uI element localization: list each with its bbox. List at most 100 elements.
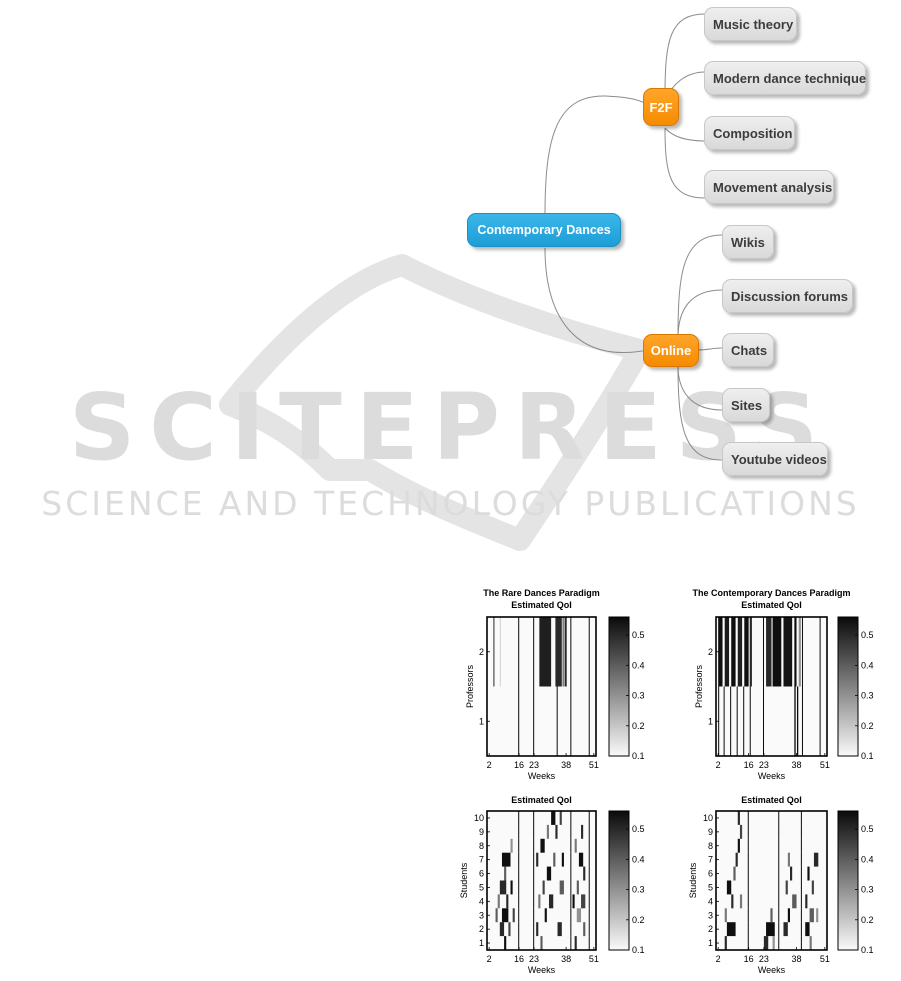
heatmap-cell	[807, 866, 810, 881]
heatmap-cell	[518, 838, 520, 853]
heatmap-cell	[747, 908, 749, 923]
root-node[interactable]: Contemporary Dances	[467, 213, 621, 247]
y-tick-label: 1	[479, 938, 484, 948]
leaf-node-wikis[interactable]: Wikis	[722, 225, 774, 259]
x-tick-label: 2	[487, 760, 492, 770]
heatmap-cell	[588, 686, 590, 756]
heatmap-cell	[510, 838, 513, 853]
heatmap-cell	[730, 686, 732, 756]
heatmap-cell	[749, 617, 752, 687]
chart-subtitle: Estimated QoI	[741, 600, 802, 610]
heatmap-cell	[533, 617, 535, 687]
heatmap-cell	[763, 617, 765, 687]
leaf-node-sites[interactable]: Sites	[722, 388, 770, 422]
y-tick-label: 10	[703, 813, 713, 823]
colorbar-tick-label: 0.3	[632, 885, 645, 895]
heatmap-cell	[800, 811, 802, 825]
heatmap-cell	[570, 824, 572, 839]
heatmap-cell	[506, 894, 509, 909]
heatmap-cell	[553, 852, 556, 867]
heatmap-cell	[800, 866, 802, 881]
leaf-node-youtube-videos[interactable]: Youtube videos	[722, 442, 828, 476]
leaf-node-music-theory[interactable]: Music theory	[704, 7, 797, 41]
heatmap-cell	[796, 686, 799, 756]
heatmap-cell	[747, 838, 749, 853]
leaf-node-chats[interactable]: Chats	[722, 333, 774, 367]
heatmap-cell	[499, 922, 505, 937]
y-tick-label: 3	[479, 910, 484, 920]
heatmap-cell	[493, 617, 495, 687]
plot-frame	[486, 810, 597, 951]
leaf-node-label: Chats	[731, 342, 768, 358]
heatmap-cell	[518, 824, 520, 839]
heatmap-cell	[539, 617, 552, 687]
heatmap-cell	[731, 894, 734, 909]
heatmap-cell	[766, 922, 775, 937]
heatmap-cell	[588, 880, 590, 895]
heatmap-cell	[557, 922, 562, 937]
connector-online-forums	[677, 289, 723, 339]
heatmap-cell	[533, 922, 535, 937]
connector-f2f-movement	[664, 127, 706, 199]
heatmap-cell	[570, 811, 572, 825]
colorbar-tick-label: 0.5	[632, 630, 645, 640]
heatmap-cell	[588, 824, 590, 839]
heatmap-cell	[792, 894, 797, 909]
y-tick-label: 2	[479, 924, 484, 934]
heatmap-cell	[570, 617, 572, 687]
heatmap-cell	[561, 852, 564, 867]
x-axis-label: Weeks	[758, 771, 786, 781]
heatmap-cell	[805, 894, 808, 909]
heatmap-cell	[501, 908, 509, 923]
heatmap-background	[487, 617, 596, 756]
heatmap-cell	[747, 866, 749, 881]
x-tick-label: 38	[792, 760, 802, 770]
x-axis-label: Weeks	[528, 771, 556, 781]
heatmap-cell	[588, 894, 590, 909]
heatmap-cell	[581, 824, 584, 839]
heatmap-cell	[588, 617, 590, 687]
heatmap-cell	[588, 811, 590, 825]
branch-node-f2f[interactable]: F2F	[643, 88, 679, 126]
heatmap-cell	[504, 936, 507, 950]
leaf-node-movement-analysis[interactable]: Movement analysis	[704, 170, 834, 204]
chart-title: Estimated QoI	[741, 795, 802, 805]
heatmap-cell	[555, 824, 558, 839]
heatmap-cell	[518, 936, 520, 950]
y-tick-label: 8	[708, 841, 713, 851]
branch-node-online[interactable]: Online	[643, 334, 699, 367]
x-tick-label: 51	[820, 760, 830, 770]
heatmap-cell	[811, 880, 814, 895]
y-tick-label: 4	[708, 896, 713, 906]
x-tick-label: 51	[820, 954, 830, 964]
leaf-node-label: Wikis	[731, 234, 765, 250]
heatmap-cell	[562, 617, 564, 687]
heatmap-cell	[518, 894, 520, 909]
x-tick-label: 23	[529, 760, 539, 770]
leaf-node-label: Movement analysis	[713, 179, 833, 195]
y-tick-label: 6	[708, 869, 713, 879]
heatmap-cell	[723, 686, 725, 756]
heatmap-cell	[533, 936, 535, 950]
heatmap-cell	[581, 894, 586, 909]
leaf-node-discussion-forums[interactable]: Discussion forums	[722, 279, 853, 313]
heatmap-cell	[536, 922, 539, 937]
y-tick-label: 9	[708, 827, 713, 837]
watermark-ribbon-logo	[219, 254, 651, 551]
heatmap-cell	[747, 824, 749, 839]
y-tick-label: 7	[708, 855, 713, 865]
heatmap-cell	[801, 686, 803, 756]
colorbar-tick-label: 0.5	[861, 630, 874, 640]
colorbar-tick-label: 0.1	[632, 945, 645, 955]
leaf-node-label: Music theory	[713, 16, 794, 32]
heatmap-cell	[749, 686, 751, 756]
leaf-node-modern-dance-technique[interactable]: Modern dance technique	[704, 61, 866, 95]
heatmap-background	[716, 811, 827, 950]
x-tick-label: 16	[744, 954, 754, 964]
heatmap-cell	[574, 936, 577, 950]
heatmap-cell	[518, 922, 520, 937]
leaf-node-composition[interactable]: Composition	[704, 116, 795, 150]
heatmap-cell	[794, 686, 796, 756]
plot-frame	[715, 810, 828, 951]
